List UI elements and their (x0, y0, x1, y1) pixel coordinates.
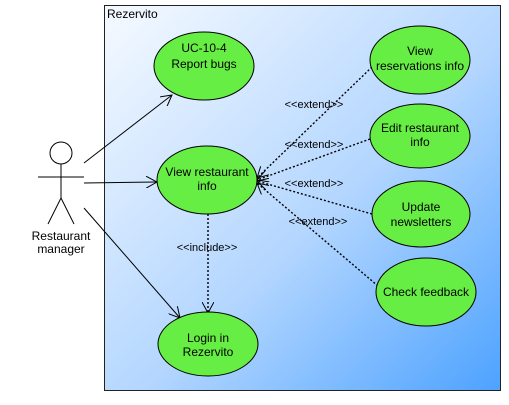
association-report-bugs (83, 95, 172, 164)
use-case-ellipse (371, 180, 471, 248)
extend-line-view-reservations (257, 66, 373, 178)
use-case-label-line1: View restaurant (165, 165, 249, 179)
extend-label-4: <<extend>> (289, 216, 348, 228)
use-case-view-restaurant-info[interactable]: View restaurant info (156, 145, 258, 215)
extend-line-edit-restaurant-info (257, 138, 371, 180)
use-case-ellipse (369, 25, 471, 95)
actor-label-line2: manager (37, 242, 84, 256)
include-label: <<include>> (177, 242, 238, 254)
actor-head (49, 141, 73, 165)
use-case-label-line1: UC-10-4 (181, 41, 227, 55)
use-case-ellipse (157, 311, 259, 377)
actor-left-leg (47, 197, 62, 225)
use-case-login[interactable]: Login in Rezervito (157, 311, 259, 377)
actor-restaurant-manager[interactable]: Restaurant manager (32, 141, 91, 256)
extend-label-3: <<extend>> (285, 178, 344, 190)
use-case-ellipse (375, 257, 477, 327)
use-case-label-line2: info (197, 179, 217, 193)
use-case-label-line2: info (410, 135, 430, 149)
use-case-label-line2: reservations info (376, 59, 464, 73)
use-case-label-line1: View (407, 44, 433, 58)
use-case-ellipse (369, 103, 471, 169)
actor-label-line1: Restaurant (32, 229, 91, 243)
extend-label-1: <<extend>> (285, 99, 344, 111)
use-case-label-line1: Edit restaurant (381, 121, 460, 135)
use-case-label-line1: Update (402, 200, 441, 214)
use-case-check-feedback[interactable]: Check feedback (375, 257, 477, 327)
use-case-label-line2: Report bugs (171, 57, 236, 71)
use-case-edit-restaurant-info[interactable]: Edit restaurant info (369, 103, 471, 169)
extend-line-check-feedback (257, 183, 379, 287)
association-login (83, 207, 180, 318)
use-case-update-newsletters[interactable]: Update newsletters (371, 180, 471, 248)
use-case-report-bugs[interactable]: UC-10-4 Report bugs (153, 31, 255, 101)
use-case-label-line2: newsletters (391, 215, 452, 229)
use-case-label-line2: Rezervito (183, 345, 234, 359)
use-case-view-reservations-info[interactable]: View reservations info (369, 25, 471, 95)
use-case-label-line1: Check feedback (383, 285, 470, 299)
actor-right-leg (60, 197, 75, 225)
association-view-restaurant-info (83, 182, 157, 183)
extend-label-2: <<extend>> (285, 139, 344, 151)
use-case-ellipse (153, 31, 255, 101)
system-name: Rezervito (107, 7, 158, 21)
use-case-label-line1: Login in (187, 331, 229, 345)
use-case-ellipse (156, 145, 258, 215)
